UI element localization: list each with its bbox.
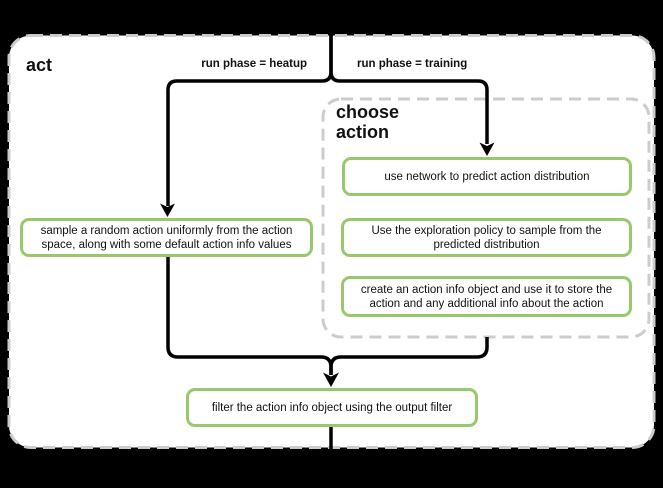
- arrowhead-into-filter: [323, 372, 339, 387]
- connector-training-branch: [329, 0, 489, 144]
- node-filter-output: filter the action info object using the …: [186, 388, 478, 427]
- arrowhead-into-sample: [160, 203, 175, 217]
- arrowhead-into-network: [479, 142, 495, 156]
- connector-group-to-merge: [329, 337, 489, 375]
- choose-action-group-title: choose action: [336, 102, 400, 142]
- act-panel-title: act: [26, 55, 53, 75]
- node-exploration-policy: Use the exploration policy to sample fro…: [341, 218, 632, 257]
- heatup-branch-label: run phase = heatup: [201, 58, 307, 70]
- node-use-network: use network to predict action distributi…: [342, 157, 632, 196]
- node-create-action-info: create an action info object and use it …: [341, 276, 632, 317]
- training-branch-label: run phase = training: [357, 58, 468, 70]
- node-sample-random-action: sample a random action uniformly from th…: [20, 218, 313, 257]
